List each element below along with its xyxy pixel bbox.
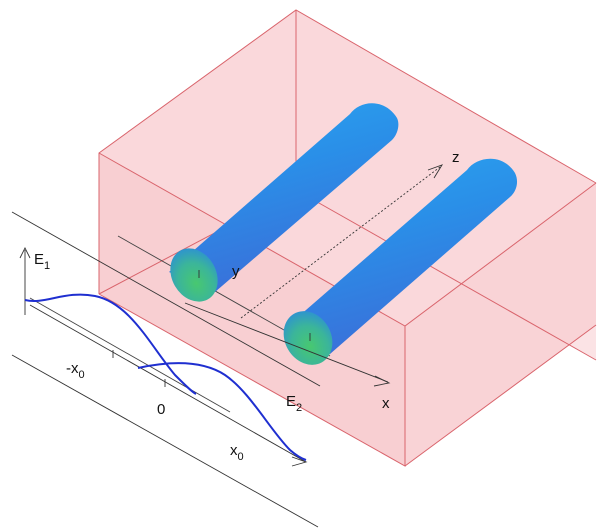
e1-axis-arrowhead (19, 246, 31, 259)
mode-e1-curve (24, 293, 197, 395)
guide-line-back-2 (29, 297, 231, 413)
label-z: z (452, 149, 460, 166)
z-axis (240, 164, 444, 319)
guide-line-front (11, 211, 321, 387)
wave-curves (24, 293, 307, 461)
label-x0: x0 (230, 442, 244, 463)
mode-e2-curve (137, 362, 307, 461)
label-e1: E1 (34, 251, 50, 272)
waveguide-cylinder-2 (283, 158, 518, 365)
guide-line-middle (29, 304, 307, 463)
label-e2: E2 (286, 393, 302, 414)
x-axis-arrowhead (373, 375, 391, 387)
label-zero: 0 (157, 401, 165, 418)
box-right-face (405, 183, 596, 466)
substrate-box (98, 9, 597, 467)
x0-arrowhead (291, 456, 308, 467)
waveguide-cylinder-1 (169, 103, 399, 302)
label-y: y (232, 263, 240, 280)
label-minus-x0: -x0 (66, 360, 85, 381)
guide-line-bottom (11, 354, 319, 528)
x-axis (184, 302, 389, 383)
label-x: x (382, 395, 390, 412)
